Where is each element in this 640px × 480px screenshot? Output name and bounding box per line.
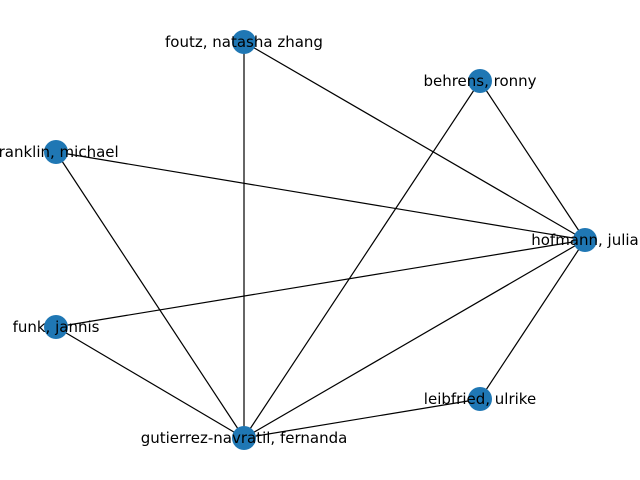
node-label-hofmann: hofmann, julia bbox=[531, 231, 639, 249]
node-funk bbox=[44, 315, 68, 339]
node-label-foutz: foutz, natasha zhang bbox=[165, 33, 323, 51]
edge-hofmann-gutierrez bbox=[243, 239, 586, 439]
edges-layer bbox=[55, 41, 586, 439]
node-label-leibfried: leibfried, ulrike bbox=[424, 390, 536, 408]
node-label-franklin: franklin, michael bbox=[0, 143, 119, 161]
node-label-gutierrez: gutierrez-navratil, fernanda bbox=[141, 429, 348, 447]
node-hofmann bbox=[573, 228, 597, 252]
edge-hofmann-funk bbox=[55, 239, 586, 328]
node-label-funk: funk, jannis bbox=[13, 318, 100, 336]
node-label-behrens: behrens, ronny bbox=[423, 72, 536, 90]
edge-foutz-hofmann bbox=[243, 41, 586, 241]
edge-franklin-gutierrez bbox=[55, 151, 245, 439]
edge-hofmann-leibfried bbox=[479, 239, 586, 400]
labels-layer: foutz, natasha zhang behrens, ronny frankl… bbox=[0, 33, 639, 447]
edge-leibfried-gutierrez bbox=[243, 398, 481, 439]
edge-funk-gutierrez bbox=[55, 326, 245, 439]
nodes-layer bbox=[44, 30, 597, 450]
node-leibfried bbox=[468, 387, 492, 411]
node-franklin bbox=[44, 140, 68, 164]
node-gutierrez bbox=[232, 426, 256, 450]
node-foutz bbox=[232, 30, 256, 54]
edge-behrens-hofmann bbox=[479, 80, 586, 241]
edge-behrens-gutierrez bbox=[243, 80, 481, 439]
edge-franklin-hofmann bbox=[55, 151, 586, 241]
node-behrens bbox=[468, 69, 492, 93]
